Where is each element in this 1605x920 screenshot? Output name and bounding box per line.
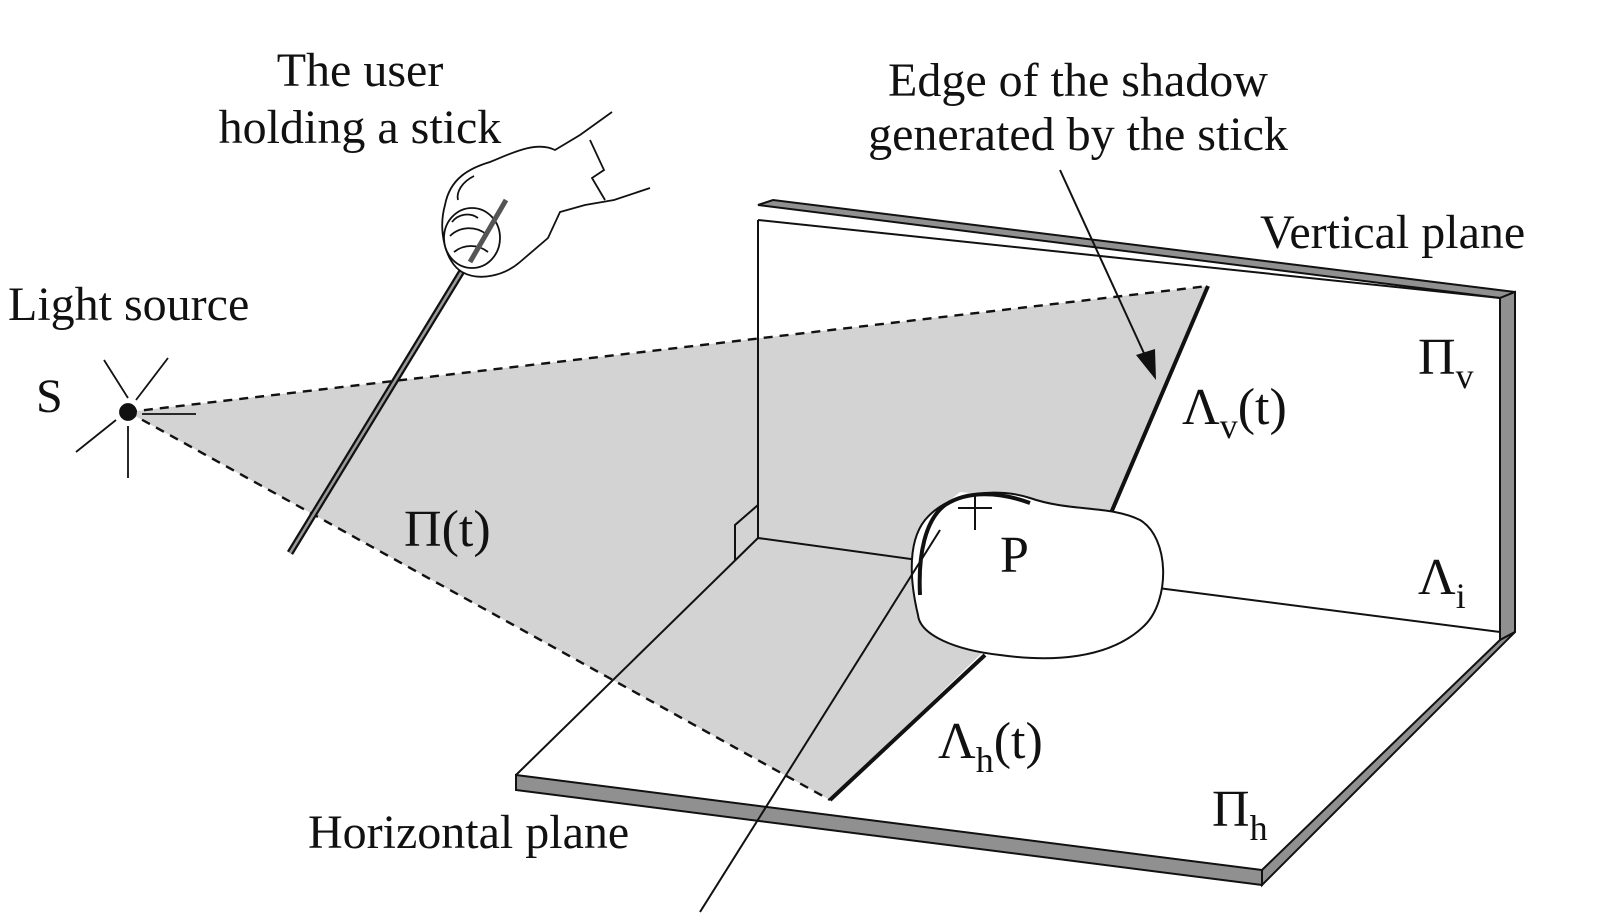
hand-icon [441,111,651,278]
hand-fist [443,207,501,269]
light-plane [127,284,1209,802]
label-light-source: Light source [8,278,249,331]
label-lambda-h: Λh(t) [938,713,1043,780]
light-plane-fill [128,286,1208,800]
light-plane-upper-ray [127,284,1209,414]
label-lambda-v: Λv(t) [1182,379,1287,446]
point-p-marker [958,495,992,530]
label-shadow-edge-line2: generated by the stick [868,108,1288,161]
light-plane-lower-ray [127,410,831,802]
label-user-line2: holding a stick [219,101,502,154]
light-ray [103,359,129,399]
hand-fingers [449,175,489,253]
scanned-object [910,491,1165,660]
vertical-plane-top-front-line [757,219,1501,299]
light-source-dot [119,403,137,421]
shadow-edge-horizontal [828,653,987,802]
intersection-line-left [757,537,919,561]
arrow-head [1136,349,1156,380]
light-ray [135,357,169,401]
label-horizontal-plane: Horizontal plane [308,806,629,859]
vertical-plane-side-edge [1499,290,1516,642]
label-source-s: S [36,370,63,423]
intersection-line-right [1157,587,1501,633]
object-outline [910,491,1165,660]
shadow-edge-arrow [1059,169,1156,380]
arrow-shaft [1059,169,1149,363]
label-user-line1: The user [277,44,444,97]
light-source-icon [75,357,196,478]
horizontal-plane-side-edge [1261,631,1516,888]
tangent-line [699,529,941,913]
horizontal-plane-back-line [515,537,759,776]
shadow-edge-vertical [1106,285,1210,521]
light-ray [75,419,117,453]
stick-in-hand [467,198,509,264]
label-lambda-i: Λi [1418,549,1466,616]
vertical-plane [734,198,1516,642]
label-pi-h: Πh [1212,781,1268,848]
label-pi-v: Πv [1418,329,1474,396]
plane-joint-bracket [734,504,759,560]
label-vertical-plane: Vertical plane [1260,206,1525,259]
intersection-line [757,537,1501,633]
horizontal-plane [515,537,1516,888]
label-point-p: P [1000,527,1029,584]
label-shadow-edge-line1: Edge of the shadow [888,54,1268,107]
label-plane-t: Π(t) [404,501,491,558]
